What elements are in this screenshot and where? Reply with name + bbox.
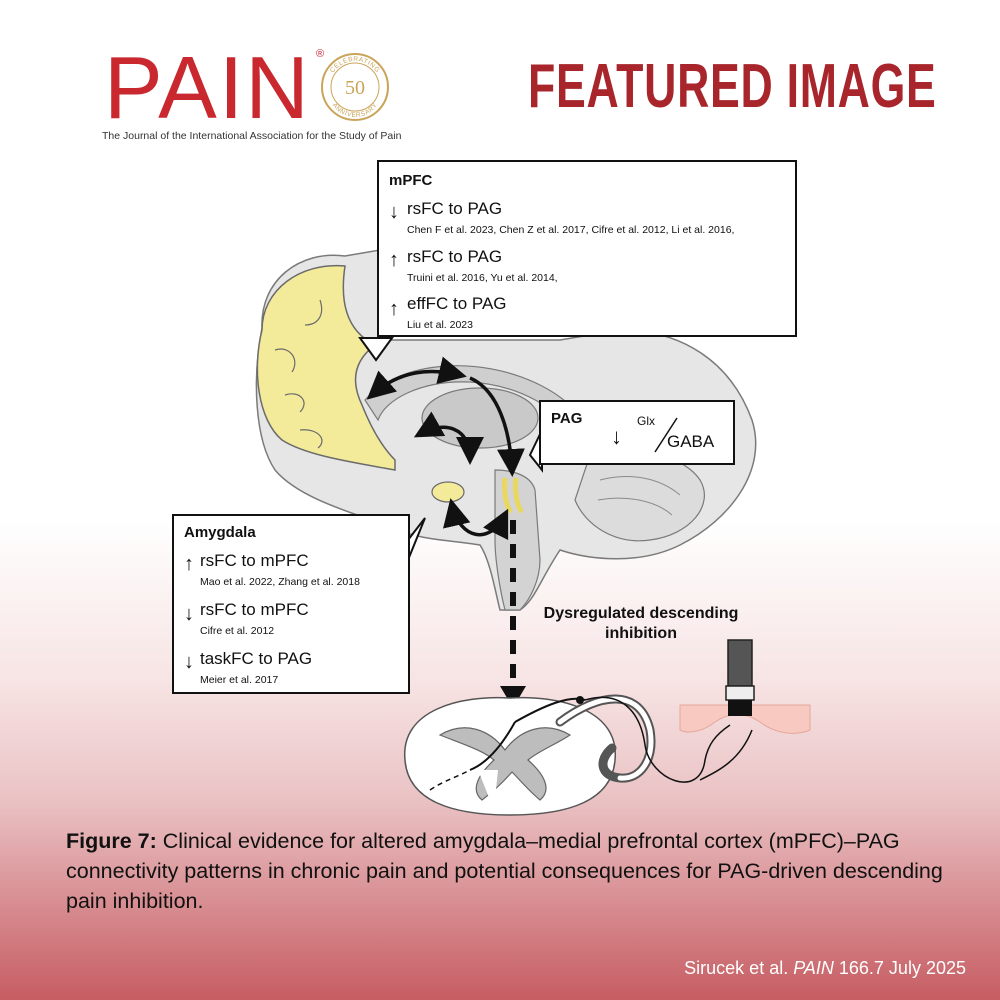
caption-text: Clinical evidence for altered amygdala–m… xyxy=(66,829,943,913)
citation: Sirucek et al. PAIN 166.7 July 2025 xyxy=(684,958,966,979)
pag-numerator: Glx xyxy=(637,414,655,428)
anniversary-badge-icon: CELEBRATING ANNIVERSARY 50 xyxy=(321,53,389,121)
citation-issue: 166.7 July 2025 xyxy=(833,958,966,978)
amygdala-info-box: Amygdala ↑ rsFC to mPFC Mao et al. 2022,… xyxy=(172,514,410,694)
ratio-slash xyxy=(654,417,678,453)
amygdala-item-0-label: rsFC to mPFC xyxy=(200,551,309,570)
mpfc-item-2-refs: Liu et al. 2023 xyxy=(407,319,473,331)
mpfc-item-0-arrow: ↓ xyxy=(389,201,399,223)
pain-logo: PAIN xyxy=(104,38,311,137)
citation-authors: Sirucek et al. xyxy=(684,958,794,978)
pag-denominator: GABA xyxy=(667,432,715,451)
pag-info-box: PAG ↓ Glx GABA xyxy=(539,400,735,465)
mpfc-item-1-refs: Truini et al. 2016, Yu et al. 2014, xyxy=(407,272,558,284)
descending-inhibition-label: Dysregulated descending inhibition xyxy=(528,604,754,644)
featured-image-heading: FEATURED IMAGE xyxy=(528,52,937,121)
mpfc-info-box: mPFC ↓ rsFC to PAG Chen F et al. 2023, C… xyxy=(377,160,797,337)
amygdala-item-2-label: taskFC to PAG xyxy=(200,649,313,668)
amygdala-item-2-refs: Meier et al. 2017 xyxy=(200,674,279,686)
amygdala-item-1-label: rsFC to mPFC xyxy=(200,600,309,619)
amygdala-item-1-refs: Cifre et al. 2012 xyxy=(200,625,275,637)
pag-arrow: ↓ xyxy=(611,424,622,449)
amygdala-pag-arrow xyxy=(443,498,509,541)
mpfc-item-1-arrow: ↑ xyxy=(389,249,399,271)
mpfc-item-0-label: rsFC to PAG xyxy=(407,199,503,218)
citation-journal: PAIN xyxy=(793,958,834,978)
descending-line-2: inhibition xyxy=(605,625,677,642)
caption-label: Figure 7: xyxy=(66,829,157,853)
mpfc-title: mPFC xyxy=(389,172,433,189)
amygdala-region xyxy=(431,481,465,503)
figure-caption: Figure 7: Clinical evidence for altered … xyxy=(66,826,946,916)
registered-mark: ® xyxy=(316,48,325,60)
amygdala-item-0-refs: Mao et al. 2022, Zhang et al. 2018 xyxy=(200,576,360,588)
amygdala-item-2-arrow: ↓ xyxy=(184,651,194,673)
mpfc-item-1-label: rsFC to PAG xyxy=(407,247,503,266)
pag-title: PAG xyxy=(551,410,583,427)
mpfc-region xyxy=(256,264,396,471)
amygdala-mpfc-arrow xyxy=(413,411,484,465)
amygdala-item-0-arrow: ↑ xyxy=(184,553,194,575)
mpfc-item-2-arrow: ↑ xyxy=(389,298,399,320)
mpfc-connection-arrow xyxy=(366,356,467,400)
badge-number: 50 xyxy=(345,77,365,99)
mpfc-item-0-refs: Chen F et al. 2023, Chen Z et al. 2017, … xyxy=(407,224,735,236)
descending-line-1: Dysregulated descending xyxy=(543,605,739,622)
amygdala-item-1-arrow: ↓ xyxy=(184,603,194,625)
probe-icon xyxy=(727,639,753,687)
amygdala-title: Amygdala xyxy=(184,524,256,541)
journal-subtitle: The Journal of the International Associa… xyxy=(102,130,402,142)
mpfc-item-2-label: effFC to PAG xyxy=(407,294,507,313)
